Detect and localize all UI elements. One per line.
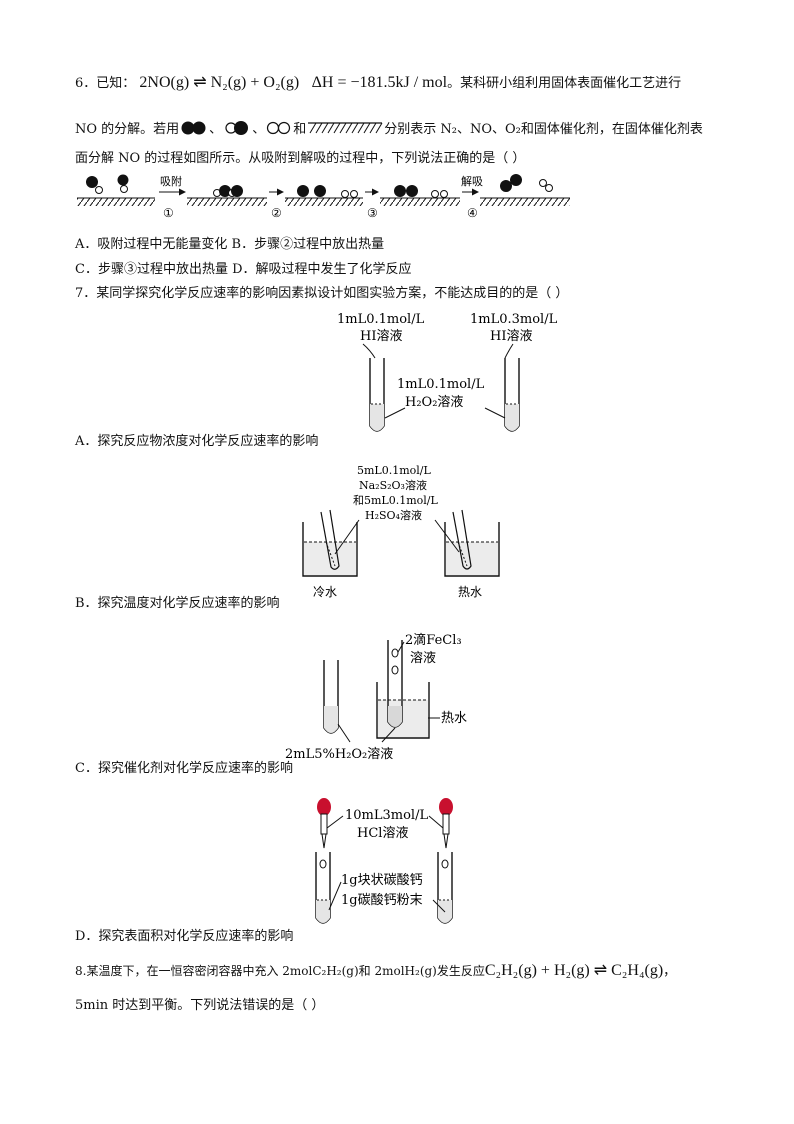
svg-text:1g块状碳酸钙: 1g块状碳酸钙 <box>341 873 423 888</box>
svg-text:2滴FeCl₃: 2滴FeCl₃ <box>405 632 462 648</box>
step-1-label: ① <box>163 206 174 220</box>
q6-equation: 2NO(g) ⇌ N₂(g) + O₂(g) <box>139 74 300 91</box>
q7a-diagram: 1mL0.1mol/L HI溶液 1mL0.3mol/L HI溶液 1mL0.1… <box>337 312 558 432</box>
q8-equation: C₂H₂(g) + H₂(g) ⇌ C₂H₄(g) <box>484 962 664 979</box>
svg-text:1mL0.1mol/L: 1mL0.1mol/L <box>397 377 485 392</box>
adsorb-label: 吸附 <box>160 174 182 188</box>
q6-option-ab: A．吸附过程中无能量变化 B．步骤②过程中放出热量 <box>75 237 385 252</box>
test-tube-right <box>504 358 520 432</box>
svg-text:和5mL0.1mol/L: 和5mL0.1mol/L <box>353 494 439 507</box>
q7d-diagram: 10mL3mol/L HCl溶液 1g块状碳酸钙 1g碳酸钙粉末 <box>315 798 453 924</box>
q6-process-diagram: 吸附 ① ② ③ 解吸 ④ <box>77 174 570 220</box>
q6-option-cd: C．步骤③过程中放出热量 D．解吸过程中发生了化学反应 <box>75 262 412 277</box>
dropper-right <box>439 798 453 849</box>
test-tube-powder-caco3 <box>437 852 453 924</box>
q7-stem: 7．某同学探究化学反应速率的影响因素拟设计如图实验方案，不能达成目的的是（ ） <box>75 286 569 301</box>
svg-text:溶液: 溶液 <box>410 651 436 666</box>
q7-option-b: B．探究温度对化学反应速率的影响 <box>75 596 280 611</box>
svg-text:热水: 热水 <box>458 585 482 599</box>
beaker-cold <box>302 509 358 577</box>
step-4-label: ④ <box>467 206 478 220</box>
q6-line-3: 面分解 NO 的过程如图所示。从吸附到解吸的过程中，下列说法正确的是（ ） <box>75 151 526 166</box>
dissociated-atoms <box>297 185 358 198</box>
catalyst-surface-2 <box>187 197 267 206</box>
o2-molecule-icon <box>267 121 291 134</box>
adsorbed-no <box>213 185 243 197</box>
desorbed-n2 <box>500 174 522 192</box>
q7-option-d: D．探究表面积对化学反应速率的影响 <box>75 929 294 944</box>
no-molecule <box>86 176 103 194</box>
svg-text:H₂O₂溶液: H₂O₂溶液 <box>405 395 463 410</box>
catalyst-surface-1 <box>77 197 155 206</box>
svg-text:冷水: 冷水 <box>313 585 337 599</box>
q7-option-c: C．探究催化剂对化学反应速率的影响 <box>75 761 293 776</box>
desorbed-o2 <box>539 179 553 192</box>
q8-line-2: 5min 时达到平衡。下列说法错误的是（ ） <box>75 998 325 1013</box>
beaker-hot-water <box>376 682 430 739</box>
step-2-label: ② <box>271 206 282 220</box>
q6-delta-h: ΔH = −181.5kJ / mol <box>311 74 448 91</box>
svg-text:2mL5%H₂O₂溶液: 2mL5%H₂O₂溶液 <box>285 747 393 762</box>
svg-text:1mL0.1mol/L: 1mL0.1mol/L <box>337 312 425 327</box>
catalyst-surface-5 <box>480 197 570 206</box>
q6-line-2: NO 的分解。若用 、 、 和 分别表示 N₂、NO、O₂和固体催化剂，在固体催… <box>75 118 703 137</box>
q8-line-1: 8.某温度下，在一恒容密闭容器中充入 2molC₂H₂(g)和 2molH₂(g… <box>75 962 677 979</box>
svg-text:HCl溶液: HCl溶液 <box>357 826 408 841</box>
test-tube-left <box>369 358 385 432</box>
catalyst-surface-icon <box>308 121 383 133</box>
svg-text:HI溶液: HI溶液 <box>490 329 532 344</box>
q6-line-1: 6．已知： 2NO(g) ⇌ N₂(g) + O₂(g) ΔH = −181.5… <box>75 74 682 91</box>
beaker-hot <box>444 509 500 577</box>
test-tube-block-caco3 <box>315 852 331 924</box>
svg-text:HI溶液: HI溶液 <box>360 329 402 344</box>
svg-text:10mL3mol/L: 10mL3mol/L <box>345 808 428 823</box>
catalyst-surface-4 <box>380 197 460 206</box>
step-3-label: ③ <box>367 206 378 220</box>
desorb-label: 解吸 <box>461 174 483 188</box>
test-tube-control <box>323 660 339 734</box>
no-molecule-icon <box>225 120 249 135</box>
svg-text:5mL0.1mol/L: 5mL0.1mol/L <box>357 464 432 477</box>
svg-text:热水: 热水 <box>441 711 467 726</box>
svg-text:1mL0.3mol/L: 1mL0.3mol/L <box>470 312 558 327</box>
catalyst-surface-3 <box>285 197 363 206</box>
n2-molecule-icon <box>181 121 206 134</box>
svg-text:H₂SO₄溶液: H₂SO₄溶液 <box>365 508 422 522</box>
svg-text:1g碳酸钙粉末: 1g碳酸钙粉末 <box>341 893 423 908</box>
test-tube-catalyst <box>387 640 403 728</box>
recombined-molecules <box>394 185 448 198</box>
dropper-left <box>317 798 331 849</box>
q7-option-a: A．探究反应物浓度对化学反应速率的影响 <box>75 434 319 449</box>
q7c-diagram: 2滴FeCl₃ 溶液 热水 2mL5%H₂O₂溶液 <box>285 632 467 762</box>
no-molecule <box>117 174 129 193</box>
q7b-diagram: 5mL0.1mol/L Na₂S₂O₃溶液 和5mL0.1mol/L H₂SO₄… <box>302 464 500 599</box>
svg-text:Na₂S₂O₃溶液: Na₂S₂O₃溶液 <box>359 478 427 492</box>
